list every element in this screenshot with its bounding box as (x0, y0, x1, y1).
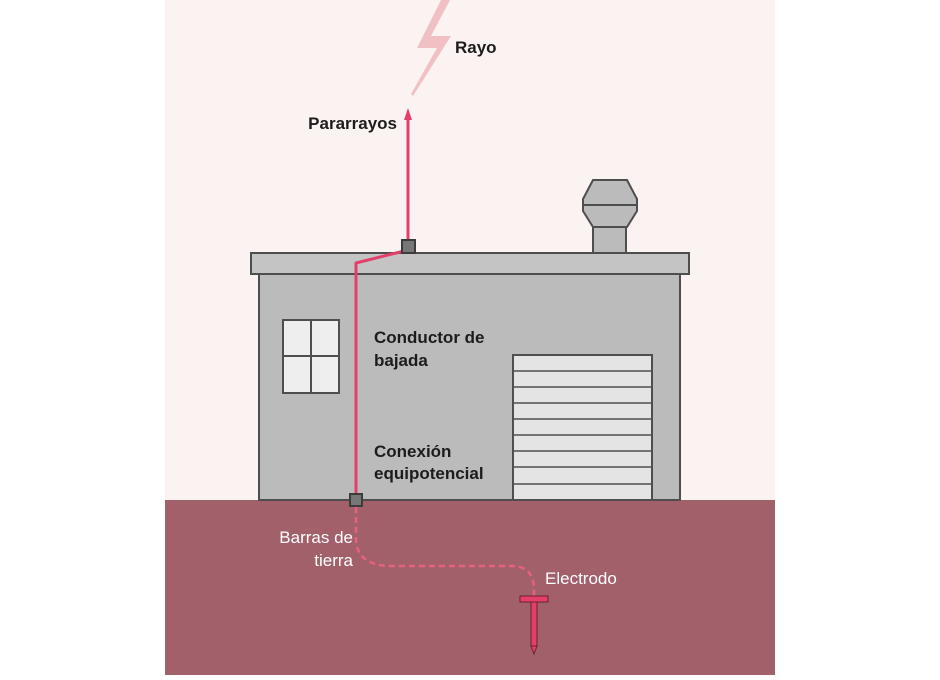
ground (165, 500, 775, 675)
label-bonding-line1: Conexión (374, 442, 451, 461)
garage-door (512, 354, 653, 501)
label-down-conductor-line2: bajada (374, 351, 428, 370)
label-rod: Pararrayos (308, 114, 397, 133)
label-down-conductor-line1: Conductor de (374, 328, 485, 347)
lightning-bolt-icon (411, 0, 451, 96)
label-bonding-line2: equipotencial (374, 464, 484, 483)
window (282, 319, 340, 394)
down-conductor (354, 249, 405, 496)
grounding-electrode (519, 595, 549, 656)
lightning-rod (404, 108, 412, 242)
label-electrode: Electrodo (545, 569, 617, 588)
label-ground-bars-line2: tierra (314, 551, 353, 570)
label-ground-bars-line1: Barras de (279, 528, 353, 547)
building-roof (250, 252, 690, 275)
label-lightning: Rayo (455, 38, 497, 57)
buried-ground-conductor (354, 507, 536, 598)
roof-vent-icon (582, 179, 638, 254)
bonding-connector (349, 493, 363, 507)
roof-connector (401, 239, 416, 254)
